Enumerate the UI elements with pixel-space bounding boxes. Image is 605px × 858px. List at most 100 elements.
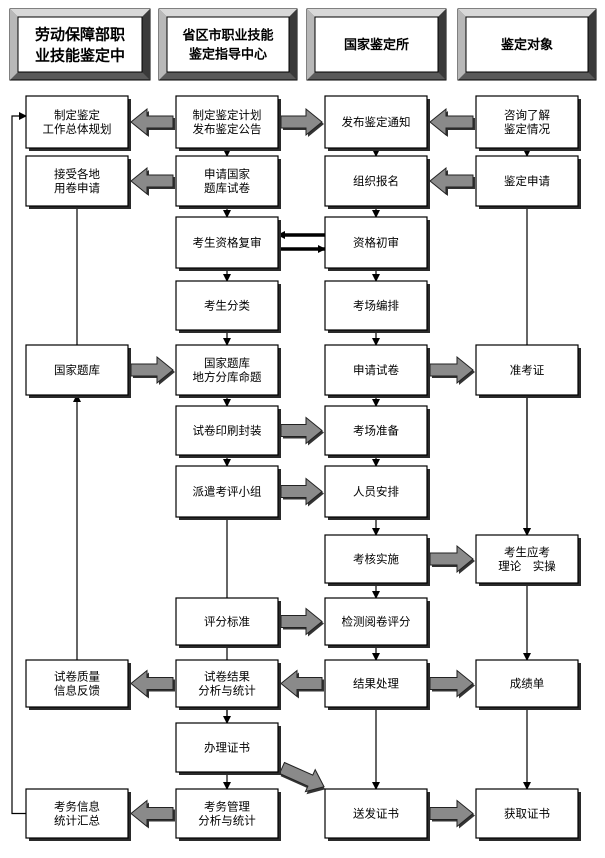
box-c4_apply: 鉴定申请 <box>475 155 581 209</box>
box-c2_cert-line-0: 办理证书 <box>204 741 250 755</box>
box-c1_plan-line-1: 工作总体规划 <box>43 122 112 136</box>
box-c3_process: 结果处理 <box>324 659 430 710</box>
big-arrow-c3_send-to-c4_obtain <box>429 799 475 829</box>
box-c1_quality-line-1: 信息反馈 <box>54 684 100 698</box>
box-c1_accept-line-0: 接受各地 <box>54 167 100 181</box>
column-headers: 劳动保障部职业技能鉴定中省区市职业技能鉴定指导中心国家鉴定所鉴定对象 <box>9 8 597 81</box>
box-c2_apply-line-1: 题库试卷 <box>204 181 250 195</box>
box-c3_prepare: 考场准备 <box>324 405 430 458</box>
box-c3_prepare-line-0: 考场准备 <box>353 424 399 438</box>
big-arrow-c1_bank-to-c2_bank <box>130 355 175 385</box>
header-h2-line-0: 省区市职业技能 <box>181 28 273 44</box>
big-arrow-c2_plan-to-c1_plan <box>130 107 175 137</box>
box-c2_review-line-0: 考生资格复审 <box>193 236 262 250</box>
box-c2_print: 试卷印刷封装 <box>175 405 281 458</box>
header-h4: 鉴定对象 <box>457 8 597 81</box>
box-c1_bank-line-0: 国家题库 <box>54 363 100 377</box>
process-boxes: 制定鉴定工作总体规划接受各地用卷申请国家题库试卷质量信息反馈考务信息统计汇总制定… <box>25 95 581 841</box>
big-arrow-c4_inquire-to-c3_notice <box>429 107 475 137</box>
box-c2_review: 考生资格复审 <box>175 216 281 271</box>
box-c2_print-line-0: 试卷印刷封装 <box>193 424 262 438</box>
box-c2_standard: 评分标准 <box>175 597 281 648</box>
box-c4_ticket: 准考证 <box>475 344 581 398</box>
box-c3_exam-line-0: 考核实施 <box>353 552 399 566</box>
box-c2_mgmt-line-1: 分析与统计 <box>198 814 256 828</box>
box-c3_grade: 检测阅卷评分 <box>324 597 430 648</box>
box-c2_plan-line-1: 发布鉴定公告 <box>193 122 262 136</box>
box-c4_exam-line-0: 考生应考 <box>504 545 550 559</box>
box-c3_request-line-0: 申请试卷 <box>353 363 399 377</box>
box-c1_plan-line-0: 制定鉴定 <box>54 108 100 122</box>
box-c2_bank-line-1: 地方分库命题 <box>193 370 262 384</box>
box-c1_bank: 国家题库 <box>25 344 131 398</box>
header-h1-line-1: 业技能鉴定中 <box>35 46 125 64</box>
box-c2_apply-line-0: 申请国家 <box>204 167 250 181</box>
big-arrow-c3_process-to-c4_score <box>429 669 475 699</box>
box-c2_bank-line-0: 国家题库 <box>204 356 250 370</box>
box-c2_classify: 考生分类 <box>175 280 281 333</box>
box-c4_apply-line-0: 鉴定申请 <box>504 174 550 188</box>
header-h2-line-1: 鉴定指导中心 <box>188 47 267 63</box>
box-c4_exam-line-1: 理论 实操 <box>498 559 556 573</box>
box-c4_score-line-0: 成绩单 <box>510 677 545 691</box>
block-arrows <box>130 107 475 829</box>
box-c3_exam: 考核实施 <box>324 534 430 586</box>
box-c2_standard-line-0: 评分标准 <box>204 615 250 629</box>
box-c4_inquire-line-0: 咨询了解 <box>504 108 550 122</box>
big-arrow-c3_process-to-c2_result <box>280 669 324 699</box>
arrow-c1_stats-to-c1_plan <box>11 112 27 815</box>
box-c4_obtain: 获取证书 <box>475 788 581 841</box>
box-c2_dispatch: 派遣考评小组 <box>175 465 281 520</box>
box-c3_staff-line-0: 人员安排 <box>353 485 399 499</box>
box-c2_result-line-1: 分析与统计 <box>198 684 256 698</box>
box-c3_notice: 发布鉴定通知 <box>324 95 430 151</box>
box-c1_stats-line-0: 考务信息 <box>54 800 100 814</box>
box-c2_cert: 办理证书 <box>175 722 281 775</box>
box-c2_plan-line-0: 制定鉴定计划 <box>193 108 262 122</box>
box-c3_request: 申请试卷 <box>324 344 430 398</box>
box-c1_quality-line-0: 试卷质量 <box>54 670 100 684</box>
big-arrow-c3_request-to-c4_ticket <box>429 355 475 385</box>
box-c1_stats-line-1: 统计汇总 <box>54 814 100 828</box>
box-c2_dispatch-line-0: 派遣考评小组 <box>193 485 262 499</box>
big-arrow-c3_exam-to-c4_exam <box>429 544 475 574</box>
box-c3_initial: 资格初审 <box>324 216 430 271</box>
big-arrow-c2_print-to-c3_prepare <box>280 416 324 446</box>
box-c4_inquire-line-1: 鉴定情况 <box>504 122 550 136</box>
box-c3_signup-line-0: 组织报名 <box>353 174 399 188</box>
box-c3_send-line-0: 送发证书 <box>353 807 399 821</box>
box-c3_staff: 人员安排 <box>324 465 430 520</box>
big-arrow-c2_result-to-c1_quality <box>130 669 175 699</box>
box-c2_mgmt-line-0: 考务管理 <box>204 800 250 814</box>
box-c3_initial-line-0: 资格初审 <box>353 236 399 250</box>
big-arrow-c2_standard-to-c3_grade <box>280 607 324 637</box>
big-arrow-c4_apply-to-c3_signup <box>429 166 475 196</box>
big-arrow-c2_apply-to-c1_accept <box>130 166 175 196</box>
big-arrow-c2_mgmt-to-c1_stats <box>130 799 175 829</box>
header-h1-line-0: 劳动保障部职 <box>35 25 125 43</box>
box-c3_arrange-line-0: 考场编排 <box>353 299 399 313</box>
box-c3_send: 送发证书 <box>324 788 430 841</box>
box-c3_notice-line-0: 发布鉴定通知 <box>342 115 411 129</box>
box-c4_obtain-line-0: 获取证书 <box>504 807 550 821</box>
box-c3_process-line-0: 结果处理 <box>353 677 399 691</box>
box-c4_ticket-line-0: 准考证 <box>510 363 545 377</box>
big-arrow-c2_plan-to-c3_notice <box>280 107 324 137</box>
box-c2_result-line-0: 试卷结果 <box>204 670 250 684</box>
box-c4_score: 成绩单 <box>475 659 581 710</box>
header-h3-line-0: 国家鉴定所 <box>344 37 409 53</box>
box-c2_classify-line-0: 考生分类 <box>204 299 250 313</box>
